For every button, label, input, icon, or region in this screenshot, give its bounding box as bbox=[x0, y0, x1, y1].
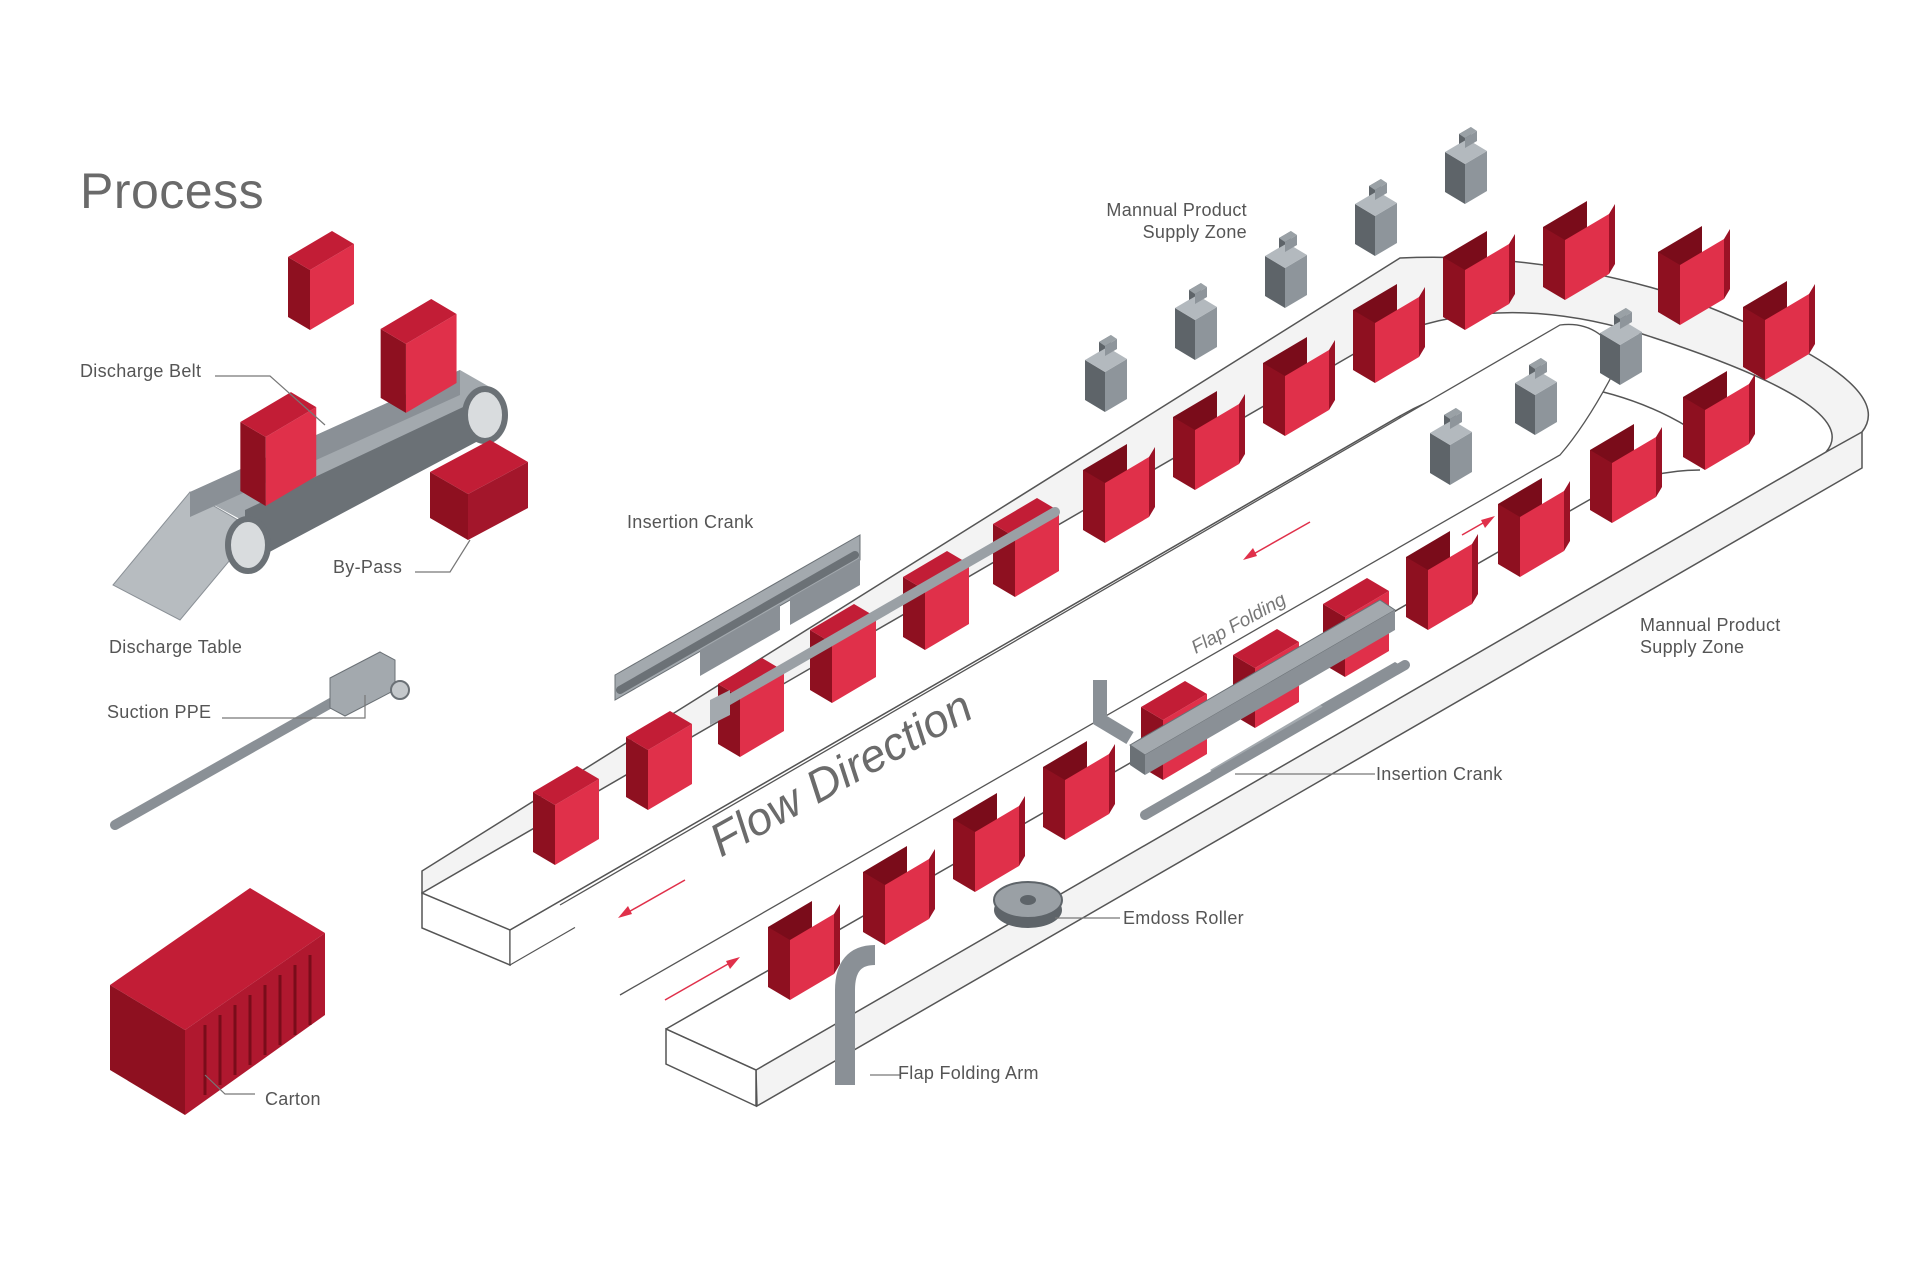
flow-arrows bbox=[618, 516, 1495, 1001]
arrow-inner-right bbox=[1461, 516, 1495, 536]
label-manual-supply-right-line2: Supply Zone bbox=[1640, 637, 1745, 657]
page-title: Process bbox=[80, 163, 265, 219]
label-manual-supply-top-line1: Mannual Product bbox=[1106, 200, 1247, 220]
belt-box bbox=[288, 231, 354, 330]
carton bbox=[110, 888, 325, 1115]
arrow-outbound-left bbox=[618, 879, 686, 918]
label-insertion-crank-top: Insertion Crank bbox=[627, 512, 754, 532]
flap-folding-unit bbox=[1093, 599, 1410, 820]
label-insertion-crank-right: Insertion Crank bbox=[1376, 764, 1503, 784]
label-suction-ppe: Suction PPE bbox=[107, 702, 212, 722]
label-by-pass: By-Pass bbox=[333, 557, 403, 577]
label-discharge-belt: Discharge Belt bbox=[80, 361, 202, 381]
arrow-inbound-bottom bbox=[664, 957, 740, 1001]
label-manual-supply-top: Mannual Product Supply Zone bbox=[1080, 199, 1247, 243]
discharge-belt bbox=[112, 231, 528, 621]
label-manual-supply-top-line2: Supply Zone bbox=[1142, 222, 1247, 242]
label-flap-folding-arm: Flap Folding Arm bbox=[898, 1063, 1039, 1083]
flap-folding-arm bbox=[835, 945, 876, 1085]
insertion-crank-top bbox=[614, 507, 1060, 725]
arrow-top-left bbox=[1243, 521, 1311, 560]
emboss-roller bbox=[993, 881, 1063, 928]
label-carton: Carton bbox=[265, 1089, 321, 1109]
label-manual-supply-right-line1: Mannual Product bbox=[1640, 615, 1781, 635]
suction-ppe bbox=[110, 651, 410, 830]
label-manual-supply-right: Mannual Product Supply Zone bbox=[1640, 614, 1781, 658]
leader-lines bbox=[204, 375, 1375, 1095]
label-emboss-roller: Emdoss Roller bbox=[1123, 908, 1244, 928]
bypass-box bbox=[430, 440, 528, 540]
label-discharge-table: Discharge Table bbox=[109, 637, 243, 657]
